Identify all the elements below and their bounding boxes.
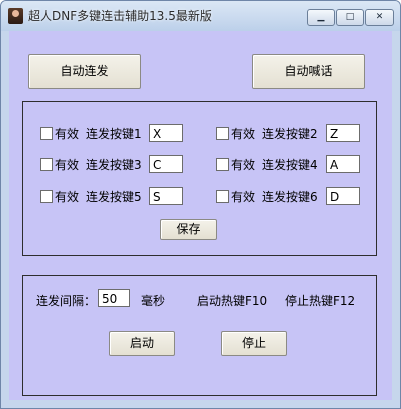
minimize-icon[interactable]: ▁ xyxy=(307,9,335,26)
auto-combo-button[interactable]: 自动连发 xyxy=(28,54,141,89)
stop-hotkey-label: 停止热键F12 xyxy=(285,294,356,308)
start-button[interactable]: 启动 xyxy=(109,331,175,356)
interval-input[interactable]: 50 xyxy=(98,289,130,307)
key-input-4[interactable]: A xyxy=(326,155,360,173)
start-hotkey-label: 启动热键F10 xyxy=(197,294,268,308)
app-icon xyxy=(8,8,23,24)
key-label-1: 连发按键1 xyxy=(86,127,142,141)
key-label-6: 连发按键6 xyxy=(262,190,318,204)
title-bar[interactable]: 超人DNF多键连击辅助13.5最新版 ▁ □ ✕ xyxy=(1,1,400,31)
window-title: 超人DNF多键连击辅助13.5最新版 xyxy=(28,9,212,23)
enable-checkbox-1[interactable] xyxy=(40,127,53,140)
maximize-icon[interactable]: □ xyxy=(336,9,364,26)
enable-label-4: 有效 xyxy=(231,158,256,172)
enable-checkbox-3[interactable] xyxy=(40,158,53,171)
enable-checkbox-5[interactable] xyxy=(40,190,53,203)
key-settings-group xyxy=(22,101,377,256)
close-icon[interactable]: ✕ xyxy=(365,9,394,26)
key-input-2[interactable]: Z xyxy=(326,124,360,142)
key-input-3[interactable]: C xyxy=(149,155,183,173)
enable-checkbox-2[interactable] xyxy=(216,127,229,140)
enable-label-5: 有效 xyxy=(55,190,80,204)
key-input-1[interactable]: X xyxy=(149,124,183,142)
client-area: 自动连发 自动喊话 有效 连发按键1 X 有效 连发按键2 Z 有效 连发按键3… xyxy=(9,31,392,400)
enable-label-6: 有效 xyxy=(231,190,256,204)
enable-checkbox-4[interactable] xyxy=(216,158,229,171)
auto-shout-button[interactable]: 自动喊话 xyxy=(252,54,365,89)
enable-checkbox-6[interactable] xyxy=(216,190,229,203)
key-label-4: 连发按键4 xyxy=(262,158,318,172)
key-label-5: 连发按键5 xyxy=(86,190,142,204)
enable-label-3: 有效 xyxy=(55,158,80,172)
key-input-6[interactable]: D xyxy=(326,187,360,205)
stop-button[interactable]: 停止 xyxy=(221,331,287,356)
key-label-3: 连发按键3 xyxy=(86,158,142,172)
interval-label: 连发间隔： xyxy=(36,294,97,308)
control-group xyxy=(22,275,377,396)
save-button[interactable]: 保存 xyxy=(160,219,217,240)
interval-unit: 毫秒 xyxy=(141,294,166,308)
enable-label-2: 有效 xyxy=(231,127,256,141)
key-label-2: 连发按键2 xyxy=(262,127,318,141)
key-input-5[interactable]: S xyxy=(149,187,183,205)
enable-label-1: 有效 xyxy=(55,127,80,141)
